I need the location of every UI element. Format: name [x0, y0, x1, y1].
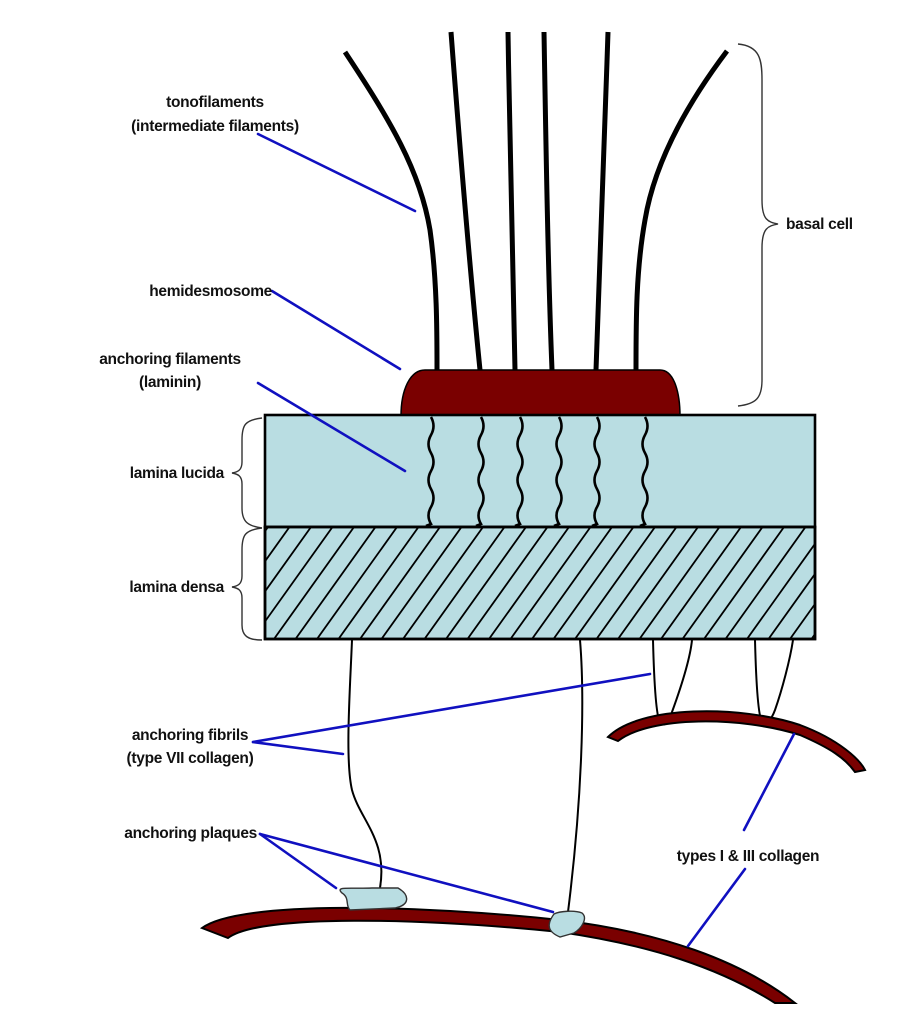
hatch-line — [423, 527, 506, 639]
anchoring-fibril — [754, 639, 794, 724]
anchoring-filaments — [425, 416, 649, 528]
hatch-line — [273, 527, 355, 639]
tonofilament — [505, 31, 518, 371]
label-tonofilaments-sub: (intermediate filaments) — [131, 118, 299, 135]
hatch-line — [681, 527, 764, 639]
leader-tonofilaments — [256, 132, 417, 213]
hatch-line — [833, 527, 900, 639]
hatch-line — [316, 527, 398, 639]
leader-collagen-upper — [742, 732, 796, 832]
label-anchoring-filaments-sub: (laminin) — [139, 374, 201, 391]
hatch-line — [466, 527, 549, 639]
label-lamina-lucida: lamina lucida — [130, 465, 225, 482]
lamina-densa-border — [263, 525, 817, 641]
anchoring-filament — [639, 416, 649, 528]
lamina-lucida-brace — [231, 417, 263, 529]
hatch-line — [337, 527, 420, 639]
label-anchoring-plaques: anchoring plaques — [124, 825, 257, 842]
leader-anchoring-fibrils-b — [251, 740, 345, 756]
hatch-line — [724, 527, 807, 639]
tonofilament — [342, 50, 440, 371]
leader-anchoring-plaques-b — [258, 832, 555, 914]
anchoring-filament — [553, 416, 563, 528]
tonofilament — [633, 49, 729, 371]
hatch-line — [265, 527, 312, 593]
label-collagen: types I & III collagen — [677, 848, 819, 865]
anchoring-filament — [514, 416, 524, 528]
leader-lines — [251, 132, 796, 948]
hatch-line — [574, 527, 656, 639]
hatch-line — [552, 527, 635, 639]
hatch-line — [509, 527, 592, 639]
collagen-fiber-upper — [606, 710, 867, 774]
label-anchoring-fibrils: anchoring fibrils — [132, 727, 248, 744]
anchoring-filament — [591, 416, 601, 528]
hatch-line — [445, 527, 527, 639]
leader-collagen-lower — [686, 867, 747, 948]
tonofilaments — [342, 31, 729, 371]
basal-cell-brace — [737, 43, 779, 407]
lamina-densa-brace — [231, 527, 263, 641]
anchoring-fibrils — [347, 639, 794, 913]
lamina-densa — [263, 525, 817, 641]
hatch-line — [402, 527, 484, 639]
lamina-densa-hatching — [265, 527, 900, 639]
anchoring-fibril — [567, 639, 584, 913]
leader-hemidesmosome — [270, 289, 402, 371]
hatch-line — [767, 572, 815, 639]
hatch-line — [488, 527, 570, 639]
anchoring-filament — [475, 416, 485, 528]
hemidesmosome-plaque — [400, 369, 681, 417]
hatch-line — [294, 527, 377, 639]
tonofilament — [448, 31, 483, 371]
tonofilament — [541, 31, 555, 371]
hatch-line — [531, 527, 613, 639]
label-lamina-densa: lamina densa — [129, 579, 224, 596]
hatch-line — [810, 632, 815, 639]
anchoring-fibril — [347, 639, 383, 889]
hatch-line — [359, 527, 441, 639]
anchoring-filament — [425, 416, 435, 528]
tonofilament — [593, 31, 611, 371]
label-anchoring-filaments: anchoring filaments — [99, 351, 241, 368]
label-tonofilaments: tonofilaments — [166, 94, 264, 111]
hatch-line — [380, 527, 463, 639]
hatch-line — [703, 527, 785, 639]
label-anchoring-fibrils-sub: (type VII collagen) — [127, 750, 254, 767]
hatch-line — [789, 602, 815, 639]
hatch-line — [617, 527, 699, 639]
hatch-line — [595, 527, 678, 639]
anchoring-plaque — [548, 910, 586, 938]
label-hemidesmosome: hemidesmosome — [149, 283, 272, 300]
hatch-line — [746, 542, 815, 639]
anchoring-plaque — [339, 887, 408, 911]
hatch-line — [638, 527, 721, 639]
leader-anchoring-filaments — [256, 381, 407, 473]
hatch-line — [660, 527, 742, 639]
leader-anchoring-fibrils-a — [251, 672, 652, 744]
leader-anchoring-plaques-a — [258, 832, 338, 890]
label-basal-cell: basal cell — [786, 216, 853, 233]
lamina-lucida — [263, 413, 817, 529]
hatch-line — [265, 527, 291, 563]
